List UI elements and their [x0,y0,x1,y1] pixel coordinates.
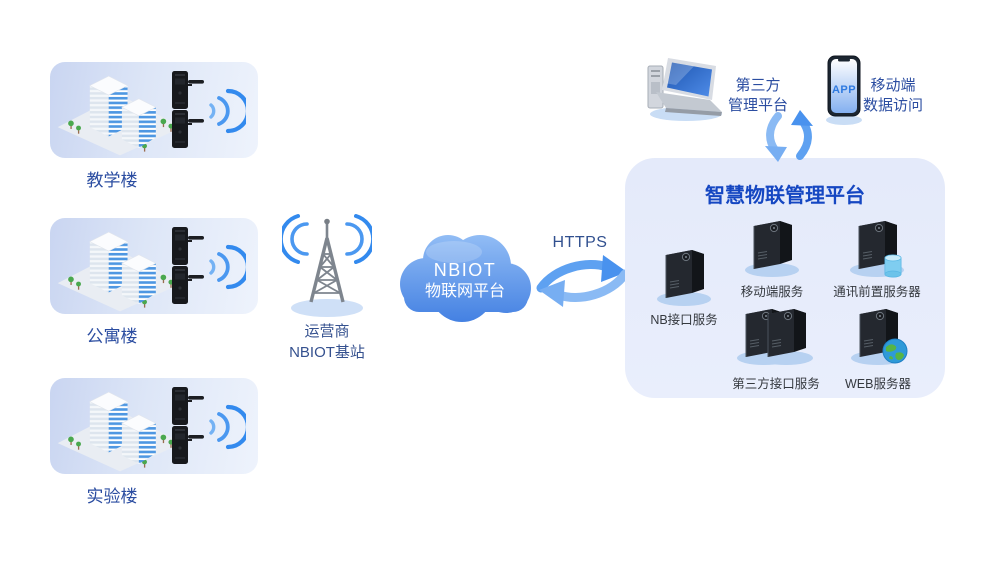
mobile-access-label: 移动端 数据访问 [851,76,935,116]
server-icon [740,214,804,278]
base-station-label-line1: 运营商 [304,323,350,340]
teaching-building-card [50,62,258,158]
server-icon [736,308,814,366]
smart-lock-icon [172,71,206,109]
base-station-label: 运营商 NBIOT基站 [267,321,387,363]
phone-screen-app-text: APP [831,84,857,96]
server-label-third-party-api: 第三方接口服务 [732,377,820,391]
base-station-label-line2: NBIOT基站 [289,344,365,361]
cloud-label-line2: 物联网平台 [424,283,505,300]
vertical-sync-arrows-icon [765,110,813,162]
third-party-platform-label: 第三方 管理平台 [716,76,800,116]
smartphone-icon [826,55,862,125]
database-icon [884,254,902,278]
smart-lock-icon [172,110,206,148]
base-station-icon [282,214,372,317]
cloud-label-line1: NBIOT [433,260,497,280]
laboratory-building-card [50,378,258,474]
sync-arrows-icon [536,255,630,307]
building-icon [54,384,186,472]
wifi-signal-icon [202,86,246,136]
wifi-signal-icon [202,242,246,292]
cloud-icon [400,235,531,322]
wifi-signal-icon [202,402,246,452]
radio-waves-icon [282,214,372,264]
building-icon [54,224,186,312]
globe-icon [882,338,908,364]
server-label-comm-front: 通讯前置服务器 [833,285,921,299]
smart-lock-icon [172,387,206,425]
smart-lock-icon [172,266,206,304]
cloud-platform-label: NBIOT 物联网平台 [392,260,538,302]
building-icon [54,68,186,156]
mobile-label-line2: 数据访问 [862,97,923,114]
apartment-building-label: 公寓楼 [86,327,138,346]
third-party-label-line1: 第三方 [735,77,781,94]
smart-lock-icon [172,426,206,464]
apartment-building-card [50,218,258,314]
https-label: HTTPS [552,234,608,251]
server-label-web: WEB服务器 [845,377,911,391]
teaching-building-label: 教学楼 [86,171,138,190]
smart-lock-icon [172,227,206,265]
laboratory-building-label: 实验楼 [86,487,138,506]
mobile-label-line1: 移动端 [870,77,916,94]
third-party-label-line2: 管理平台 [727,97,788,114]
server-label-nb: NB接口服务 [650,313,718,327]
laptop-icon [647,58,722,121]
server-label-mobile: 移动端服务 [740,285,804,299]
platform-title: 智慧物联管理平台 [705,185,865,207]
